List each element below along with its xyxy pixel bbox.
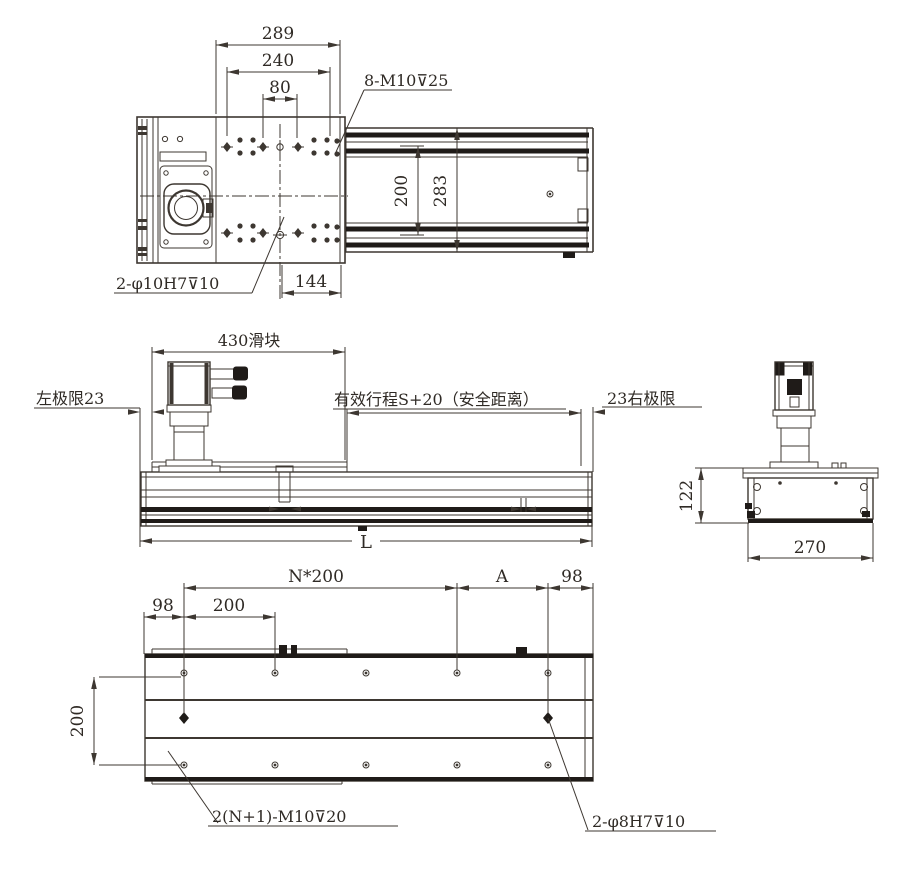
dim-98-left: 98 — [152, 596, 174, 616]
side-view: 122 270 — [677, 361, 879, 562]
bottom-view-dimensions — [91, 583, 716, 832]
dim-L: L — [360, 532, 372, 553]
slider-dim: 430滑块 — [218, 331, 281, 350]
top-view-carriage-geometry — [140, 117, 348, 300]
bottom-view-body-geometry — [144, 645, 594, 785]
side-view-body-geometry — [742, 462, 879, 523]
dim-122: 122 — [677, 480, 697, 512]
top-view-rail-geometry — [345, 127, 594, 258]
dim-200-rail: 200 — [392, 175, 412, 207]
front-view-dimensions — [34, 347, 702, 547]
stroke-label: 有效行程S+20（安全距离） — [334, 390, 539, 409]
thread-callout: 8-M10⊽25 — [364, 71, 448, 90]
front-view-motor-geometry — [158, 361, 248, 473]
pitch-dim: N*200 — [288, 567, 344, 587]
dim-144: 144 — [295, 272, 327, 292]
left-limit-label: 左极限23 — [36, 389, 104, 408]
bottom-view: N*200 A 98 98 200 200 2(N+1)-M10⊽20 2-φ8… — [68, 567, 716, 832]
right-limit-label: 23右极限 — [607, 389, 675, 408]
pin-holes — [179, 712, 553, 724]
dim-270: 270 — [794, 538, 826, 558]
front-view-rail-geometry — [140, 465, 593, 531]
front-view: 430滑块 左极限23 有效行程S+20（安全距离） 23右极限 L — [34, 331, 702, 553]
pin-callout: 2-φ10H7⊽10 — [116, 274, 219, 293]
dim-200-horizontal: 200 — [213, 596, 245, 616]
dim-289: 289 — [262, 24, 294, 44]
top-view-body-geometry — [136, 116, 346, 264]
phi8-leader-line — [547, 717, 589, 831]
side-view-motor-geometry — [769, 361, 819, 469]
m10-leader-line — [167, 750, 219, 824]
dim-98-right: 98 — [561, 567, 583, 587]
mounting-holes — [180, 669, 552, 769]
dim-A: A — [495, 567, 509, 587]
dim-240: 240 — [262, 51, 294, 71]
pin-leader-line — [251, 216, 285, 294]
thread-leader-line — [335, 89, 365, 153]
dim-283-rail: 283 — [431, 175, 451, 207]
top-view: 289 240 80 8-M10⊽25 144 2-φ10H7⊽10 200 2… — [114, 24, 594, 300]
bottom-thread-callout: 2(N+1)-M10⊽20 — [212, 807, 346, 826]
top-view-dimensions — [114, 40, 460, 298]
bottom-pin-callout: 2-φ8H7⊽10 — [592, 812, 685, 831]
side-view-dimensions — [695, 467, 874, 562]
dim-200-vertical: 200 — [68, 705, 88, 737]
dim-80: 80 — [269, 78, 291, 98]
